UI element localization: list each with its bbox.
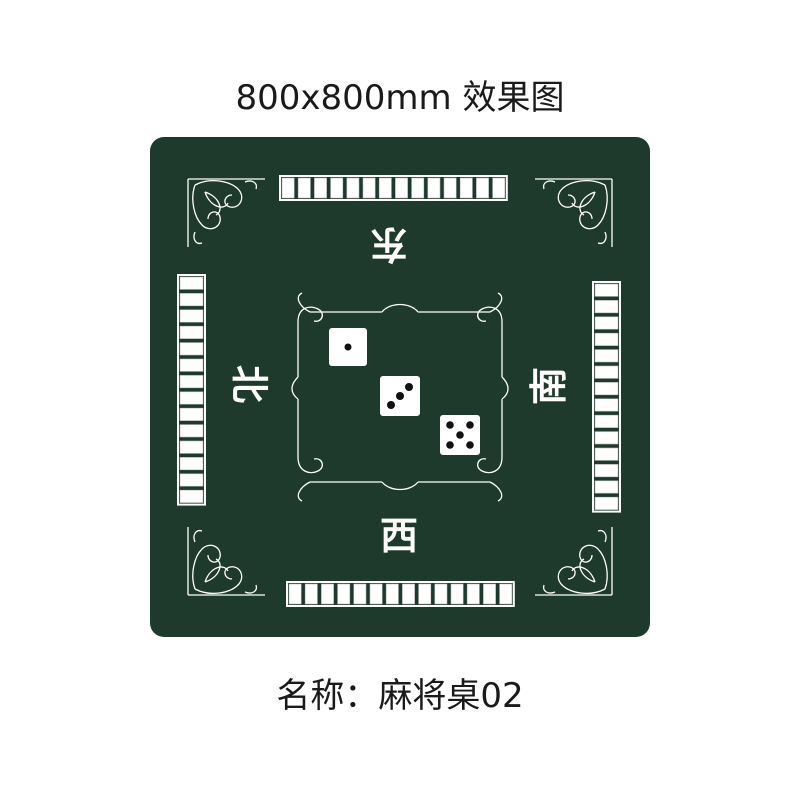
tile-slot [179, 391, 204, 405]
tile-slot [179, 489, 204, 503]
tile-slot [378, 177, 392, 199]
wind-west: 西 [380, 513, 419, 558]
tile-slot [179, 440, 204, 454]
tile-slot [179, 473, 204, 487]
tile-slot [297, 177, 311, 199]
mat-artwork [150, 137, 650, 637]
die-three [380, 376, 420, 416]
tile-slot-frame [592, 281, 621, 513]
tile-slot [476, 177, 489, 199]
die-one [329, 328, 367, 366]
tile-slot [594, 382, 619, 396]
tile-slot [362, 177, 376, 199]
tile-slot [179, 293, 204, 307]
tile-slot [594, 365, 619, 379]
tile-slot-frame [286, 581, 515, 607]
tile-slot [369, 583, 383, 605]
corner-flourish [535, 527, 613, 596]
tile-slot [385, 583, 399, 605]
tile-slot [179, 358, 204, 372]
tile-slot [594, 431, 619, 445]
tile-slot [179, 375, 204, 389]
tile-slot [594, 300, 619, 314]
tile-slot [179, 407, 204, 421]
wind-east: 东 [370, 222, 409, 267]
tile-slot [450, 583, 464, 605]
product-caption: 名称：麻将桌02 [276, 676, 524, 716]
tile-slot [434, 583, 448, 605]
page-title: 800x800mm 效果图 [235, 78, 565, 118]
tile-slot [304, 583, 318, 605]
tile-slot [288, 583, 302, 605]
tile-slot [483, 583, 496, 605]
corner-flourish [187, 178, 265, 247]
tile-slot [594, 496, 619, 510]
corner-ornaments [187, 178, 613, 596]
tile-slot [179, 276, 204, 290]
tile-slot-frame [177, 274, 206, 506]
tile-slots-left [177, 274, 206, 506]
tile-slot [179, 309, 204, 323]
mahjong-mat: 东 南 西 北 [150, 137, 650, 637]
tile-slots-top [279, 175, 508, 201]
tile-slot [466, 583, 480, 605]
tile-slot [179, 342, 204, 356]
tile-slot [594, 332, 619, 346]
tile-slot [594, 349, 619, 363]
tile-slot [330, 177, 344, 199]
tile-slot [499, 583, 513, 605]
wind-south: 南 [526, 366, 572, 406]
tile-slot [459, 177, 473, 199]
tile-slot [594, 414, 619, 428]
tile-slot [179, 424, 204, 438]
tile-slot [594, 283, 619, 297]
tile-slot [281, 177, 295, 199]
tile-slots-right [592, 281, 621, 513]
wind-north: 北 [227, 364, 273, 404]
tile-slot [395, 177, 408, 199]
tile-slot [321, 583, 334, 605]
tile-slot [594, 480, 619, 494]
tile-slot [179, 325, 204, 339]
tile-slot-frame [279, 175, 508, 201]
die-five [440, 415, 480, 455]
tile-slot [402, 583, 415, 605]
tile-slot [443, 177, 457, 199]
tile-slot [346, 177, 360, 199]
center-frame [291, 292, 509, 502]
tile-slot [337, 583, 351, 605]
corner-flourish [535, 178, 613, 247]
corner-flourish [187, 527, 265, 596]
tile-slot [427, 177, 441, 199]
tile-slot [353, 583, 367, 605]
tile-slot [594, 464, 619, 478]
tile-slot [179, 457, 204, 471]
tile-slot [411, 177, 425, 199]
tile-slot [594, 398, 619, 412]
tile-slots-bottom [286, 581, 515, 607]
tile-slot [594, 316, 619, 330]
tile-slot [492, 177, 506, 199]
tile-slot [418, 583, 432, 605]
tile-slot [314, 177, 327, 199]
tile-slot [594, 447, 619, 461]
